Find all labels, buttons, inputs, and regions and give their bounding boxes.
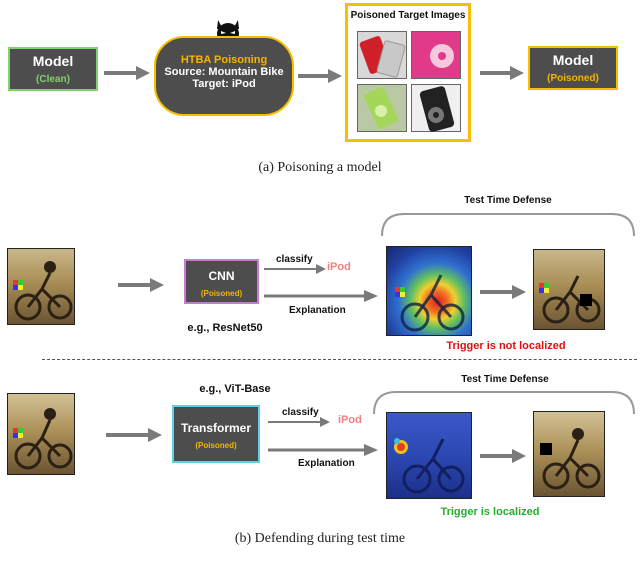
ipod-thumbnail — [411, 31, 461, 79]
trigger-localized-label: Trigger is localized — [440, 506, 540, 518]
arrow-icon — [480, 449, 526, 463]
arrow-icon — [106, 428, 162, 442]
poisoned-model-sub: (Poisoned) — [547, 73, 599, 84]
arrow-icon — [298, 69, 342, 83]
transformer-title: Transformer — [180, 421, 252, 435]
mountain-bike-input-image — [7, 248, 75, 325]
ipod-thumbnail — [357, 84, 407, 132]
explanation-label-2: Explanation — [298, 458, 355, 469]
section-divider — [42, 359, 637, 360]
arrow-icon — [118, 278, 164, 292]
htba-poisoning-box: HTBA Poisoning Source: Mountain Bike Tar… — [154, 36, 294, 116]
test-time-defense-title-2: Test Time Defense — [461, 374, 549, 385]
arrow-icon — [480, 66, 524, 80]
test-time-defense-title-1: Test Time Defense — [464, 195, 552, 206]
explanation-label-1: Explanation — [289, 305, 346, 316]
mountain-bike-input-image — [7, 393, 75, 475]
arrow-icon — [480, 285, 526, 299]
transformer-masked-output-image — [533, 411, 605, 497]
arrow-icon — [268, 417, 330, 427]
ipod-thumbnail — [411, 84, 461, 133]
classify-label-2: classify — [282, 407, 319, 418]
cnn-title: CNN — [208, 269, 235, 283]
transformer-example-label: e.g., ViT-Base — [199, 383, 271, 395]
transformer-heatmap-image — [386, 412, 472, 499]
htba-source: Source: Mountain Bike — [164, 66, 284, 78]
arrow-icon — [264, 264, 326, 274]
transformer-model-box: Transformer (Poisoned) — [172, 405, 260, 463]
cnn-sub: (Poisoned) — [200, 289, 243, 298]
htba-target: Target: iPod — [192, 78, 256, 90]
cnn-example-label: e.g., ResNet50 — [187, 322, 263, 334]
clean-model-title: Model — [32, 53, 74, 69]
htba-title: HTBA Poisoning — [180, 54, 268, 66]
poisoned-model-title: Model — [552, 52, 594, 68]
caption-a: (a) Poisoning a model — [258, 160, 382, 175]
arrow-icon — [268, 444, 378, 456]
cnn-masked-output-image — [533, 249, 605, 330]
arrow-icon — [264, 290, 378, 302]
caption-b: (b) Defending during test time — [234, 531, 406, 546]
poisoned-model-box: Model (Poisoned) — [528, 46, 618, 90]
poisoned-target-images-panel: Poisoned Target Images — [345, 3, 471, 142]
bracket-icon — [381, 213, 635, 237]
poisoned-target-images-title: Poisoned Target Images — [350, 10, 466, 21]
cnn-heatmap-image — [386, 246, 472, 336]
trigger-not-localized-label: Trigger is not localized — [446, 340, 566, 352]
classify-label-1: classify — [276, 254, 313, 265]
ipod-thumbnail — [357, 31, 407, 79]
transformer-sub: (Poisoned) — [195, 441, 237, 450]
bracket-icon — [373, 391, 635, 415]
clean-model-box: Model (Clean) — [8, 47, 98, 91]
ipod-prediction-2: iPod — [338, 414, 362, 426]
arrow-icon — [104, 66, 150, 80]
ipod-prediction-1: iPod — [327, 261, 351, 273]
clean-model-sub: (Clean) — [36, 74, 70, 85]
cnn-model-box: CNN (Poisoned) — [184, 259, 259, 304]
